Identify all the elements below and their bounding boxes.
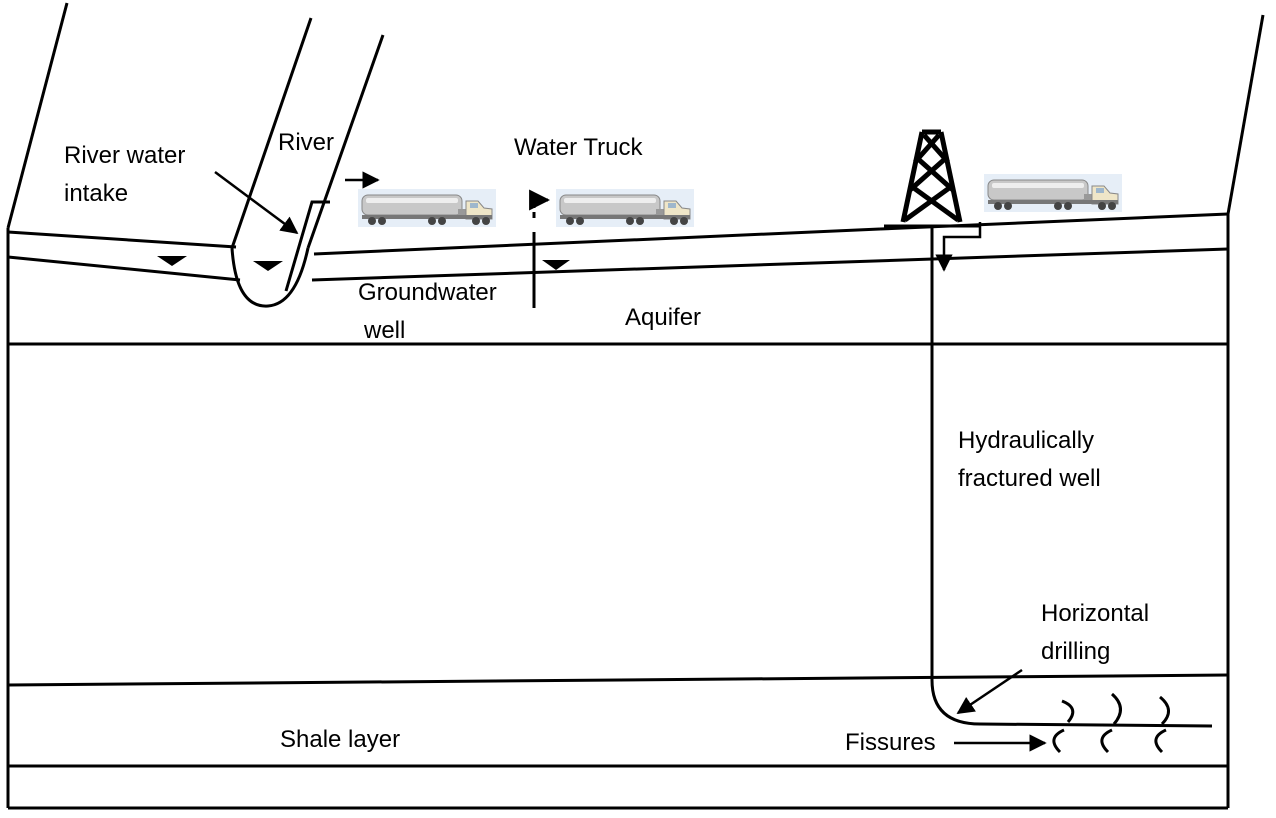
water-truck-3 [983, 173, 1123, 213]
label-river: River [278, 129, 334, 156]
label-groundwater-well-line2: well [363, 317, 405, 344]
label-river-water-intake-line1: River water [64, 142, 185, 169]
label-horizontal-drilling-line2: drilling [1041, 638, 1110, 665]
fractured-well-bore [930, 228, 1213, 728]
block-outline [6, 2, 1265, 810]
shale-top-boundary [7, 673, 1229, 687]
groundwater-well-pipe-upper [529, 189, 551, 218]
label-groundwater-well-line1: Groundwater [358, 279, 497, 306]
water-truck-2 [555, 188, 695, 228]
river-intake-pipe [284, 200, 330, 292]
water-level-triangle-well [542, 260, 570, 270]
water-table-line [7, 247, 1229, 282]
label-horizontal-drilling-line1: Horizontal [1041, 600, 1149, 627]
label-hydraulically-fractured-well-line1: Hydraulically [958, 427, 1094, 454]
water-level-triangle-left [157, 256, 187, 266]
drilling-rig-icon [884, 129, 980, 228]
label-aquifer: Aquifer [625, 304, 701, 331]
label-hydraulically-fractured-well-line2: fractured well [958, 465, 1101, 492]
water-level-triangle-river [253, 261, 283, 271]
label-shale-layer: Shale layer [280, 726, 400, 753]
label-river-water-intake-line2: intake [64, 180, 128, 207]
river-channel [230, 17, 385, 308]
fissures-icon [1052, 692, 1170, 754]
river-intake-pointer-arrow [214, 170, 299, 235]
fractured-well-injection-arrow [935, 222, 982, 272]
label-water-truck: Water Truck [514, 134, 643, 161]
horizontal-drilling-pointer-arrow [956, 668, 1023, 715]
water-truck-1 [357, 188, 497, 228]
label-fissures: Fissures [845, 729, 936, 756]
